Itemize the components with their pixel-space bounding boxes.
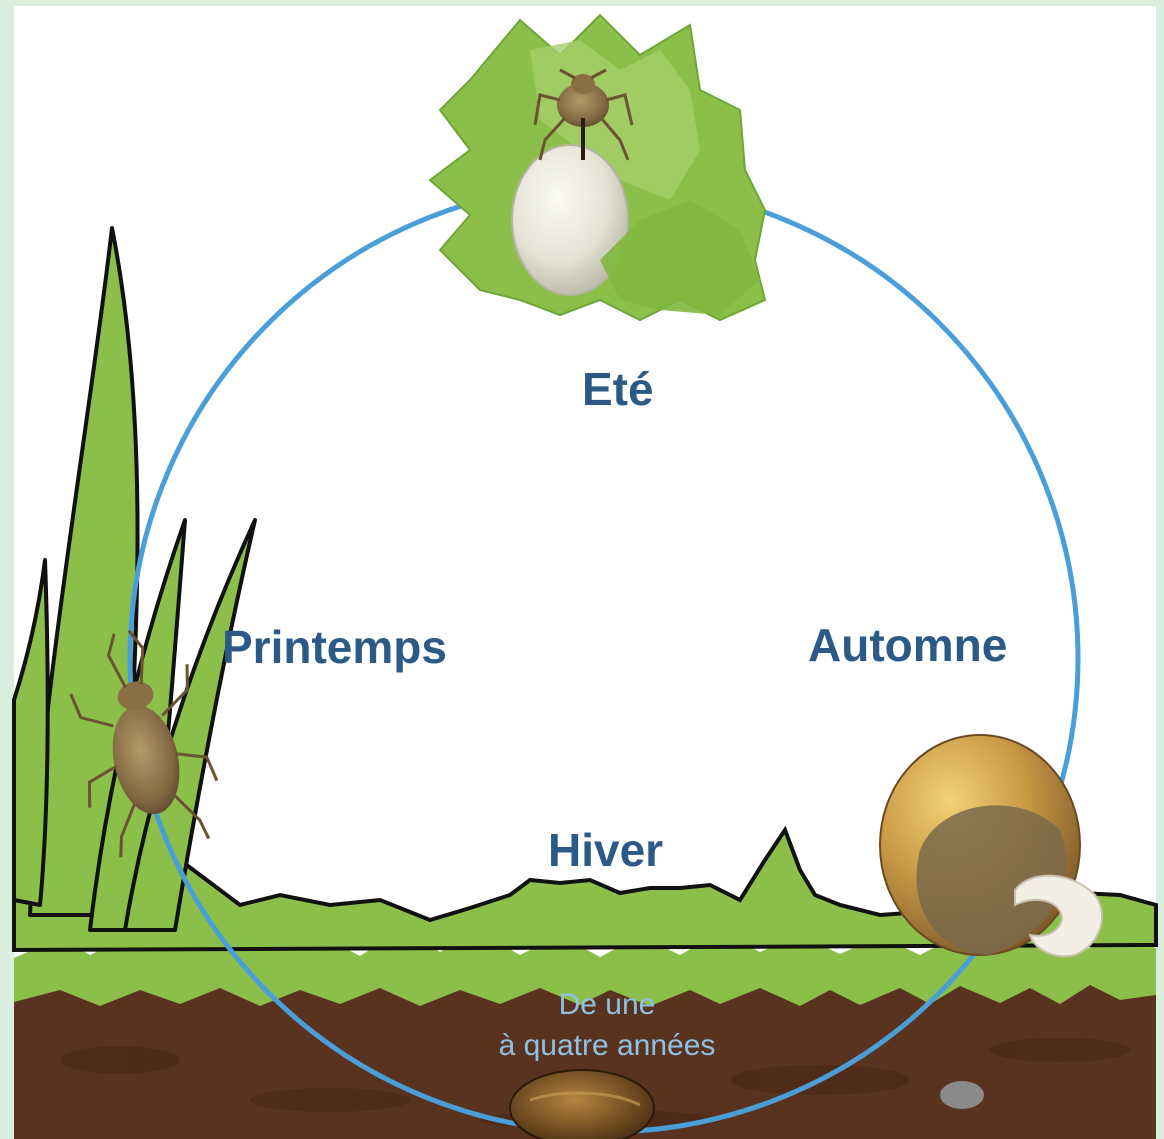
season-label-spring: Printemps [222, 624, 447, 670]
pebble [940, 1081, 984, 1109]
underground-duration-line-2: à quatre années [462, 1025, 752, 1066]
underground-duration-note: De une à quatre années [462, 984, 752, 1067]
season-label-winter: Hiver [548, 827, 663, 873]
underground-duration-line-1: De une [462, 984, 752, 1025]
season-label-autumn: Automne [808, 622, 1007, 668]
season-label-summer: Eté [582, 366, 654, 412]
pupa-in-soil [510, 1070, 654, 1139]
